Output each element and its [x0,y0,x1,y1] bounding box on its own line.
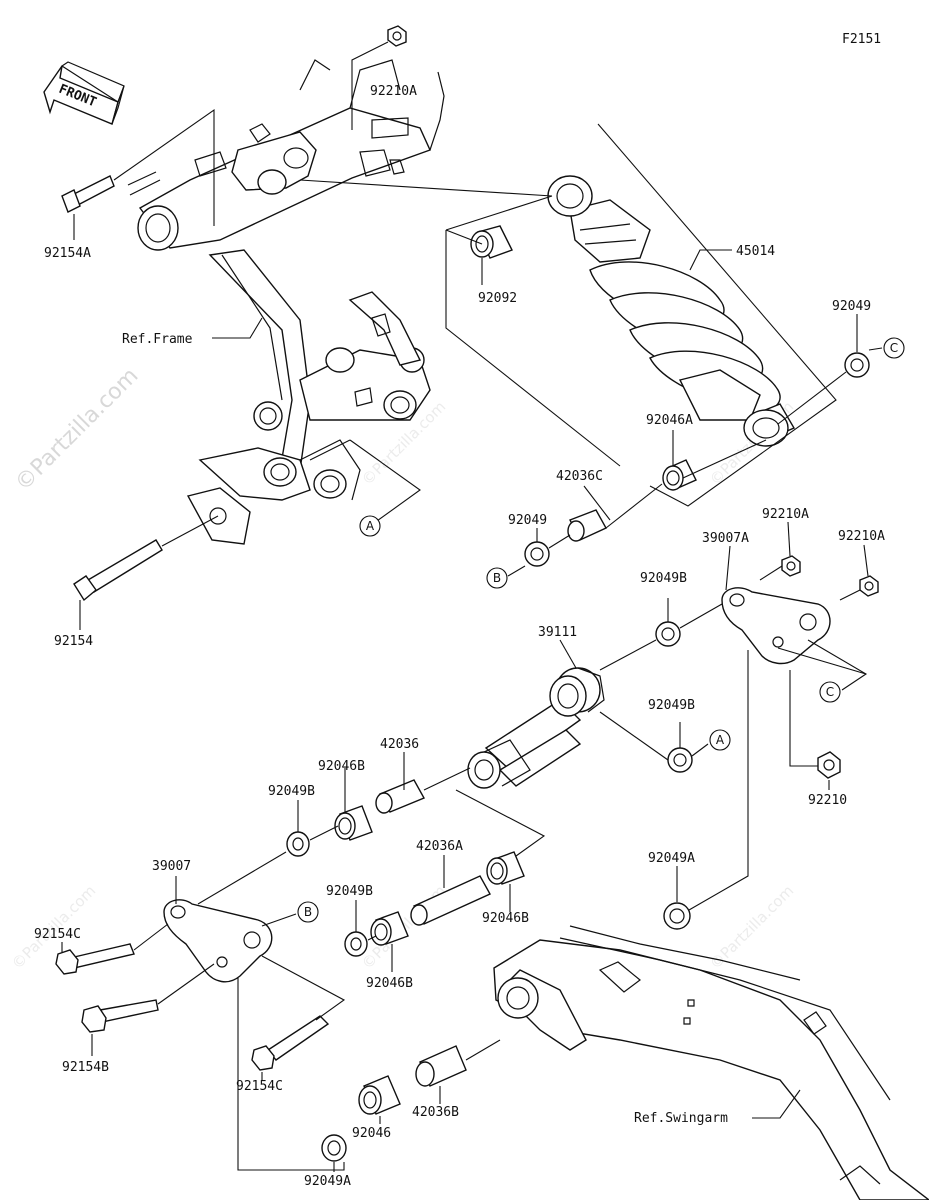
bearing-92046B-2 [486,851,525,885]
washer-92049-right [844,352,870,378]
plate-39007 [163,899,273,983]
part-label: 45014 [736,244,775,259]
part-label: 42036 [380,737,419,752]
part-label: 92049A [304,1174,351,1189]
part-label: 92046B [318,759,365,774]
ref-frame-label: Ref.Frame [122,332,193,347]
part-label: 39111 [538,625,577,640]
part-label: 92049 [508,513,547,528]
part-label: 92046 [352,1126,391,1141]
svg-text:A: A [716,733,725,747]
part-label: 92210 [808,793,847,808]
part-label: 92049B [268,784,315,799]
sleeve-42036C [567,509,607,542]
washer-92049-left [524,541,550,567]
part-label: 39007A [702,531,749,546]
callout-c-upper: C [883,337,905,359]
nut-92210 [817,751,841,779]
shock-absorber-drawing [547,175,796,447]
callout-a-lower: A [709,729,731,751]
frame-drawing [127,59,445,545]
svg-text:C: C [890,341,898,355]
nut-92210A-top [387,25,407,47]
washer-92049B-2 [667,747,693,773]
part-label: 92049B [640,571,687,586]
part-label: 92049A [648,851,695,866]
part-label: 92046B [482,911,529,926]
part-label: 42036A [416,839,463,854]
washer-92049B-3 [286,831,310,857]
part-label: 92046A [646,413,693,428]
bolt-92154 [73,539,163,602]
part-label: 92154A [44,246,91,261]
part-label: 92154 [54,634,93,649]
washer-92049B-4 [344,931,368,957]
part-label: 92210A [838,529,885,544]
part-label: 42036C [556,469,603,484]
nut-92210A-mid-1 [781,555,801,577]
svg-text:B: B [304,905,312,919]
bolt-92154A [61,175,115,213]
part-label: 92092 [478,291,517,306]
front-arrow-icon: FRONT [43,61,125,125]
part-label: 92154B [62,1060,109,1075]
part-label: 92210A [370,84,417,99]
bearing-92046B-3 [370,911,409,946]
washer-92049A-right [663,902,691,930]
bearing-92046 [358,1075,401,1115]
bolt-92154B [81,999,159,1033]
bushing-92092 [470,225,513,259]
part-label: 92154C [236,1079,283,1094]
bolt-92154C-1 [55,943,135,975]
washer-92049B-1 [655,621,681,647]
bolt-92154C-2 [251,1015,330,1071]
sleeve-42036B [415,1045,467,1087]
part-labels: 92210A 92154A Ref.Frame 92092 45014 9204… [34,84,885,1189]
bearing-92046A [662,459,697,491]
part-label: 92049B [326,884,373,899]
callout-b-lower: B [297,901,319,923]
part-label: 92046B [366,976,413,991]
swingarm-drawing [493,925,929,1200]
sleeve-42036A [410,875,491,926]
watermark-main: ©Partzilla.com [11,363,144,496]
sleeve-42036 [375,779,425,814]
part-label: 42036B [412,1105,459,1120]
bearing-92046B-1 [334,805,373,841]
callout-a-upper: A [359,515,381,537]
tie-rod-39111 [467,667,605,789]
svg-text:C: C [826,685,834,699]
callout-c-lower: C [819,681,841,703]
leader-lines [61,41,883,1172]
part-label: 92049B [648,698,695,713]
washer-92049A-bottom [321,1134,347,1162]
svg-text:A: A [366,519,375,533]
part-label: 92049 [832,299,871,314]
watermark-small: ©Partzilla.com [706,882,797,973]
ref-swingarm-label: Ref.Swingarm [634,1111,728,1126]
nut-92210A-mid-2 [859,575,879,597]
svg-text:B: B [493,571,501,585]
part-label: 92154C [34,927,81,942]
part-label: 92210A [762,507,809,522]
figure-code: F2151 [842,32,881,47]
plate-39007A [721,587,831,665]
part-label: 39007 [152,859,191,874]
callout-b-upper: B [486,567,508,589]
